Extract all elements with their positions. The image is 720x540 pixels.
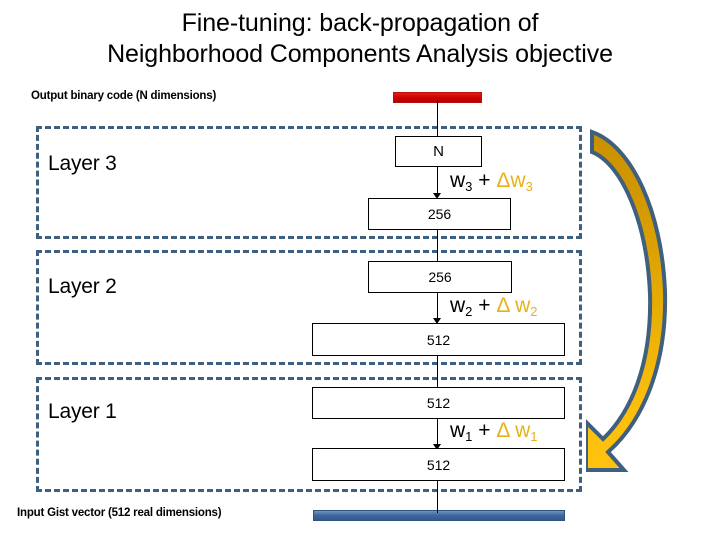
connector-layer1-to-input — [437, 479, 438, 513]
layer-3-weight-subscript: 3 — [465, 179, 473, 194]
layer-1-weight-expression: w1 + Δ w1 — [450, 419, 538, 444]
layer-2-input-units-box: 512 — [312, 323, 565, 356]
connector-layer3-to-layer2 — [437, 229, 438, 263]
layer-3-weight-arrowhead — [433, 193, 441, 199]
layer-1-weight-subscript: 1 — [465, 429, 473, 444]
layer-1-weight-connector — [437, 417, 438, 447]
layer-2-output-units-box: 256 — [368, 261, 512, 293]
layer-1-container — [36, 377, 582, 492]
page-title-line-1: Fine-tuning: back-propagation of — [181, 9, 539, 37]
layer-3-label: Layer 3 — [48, 152, 117, 175]
connector-output-to-layer3 — [437, 100, 438, 138]
layer-2-weight-subscript: 2 — [465, 304, 473, 319]
layer-3-weight-expression: w3 + Δw3 — [450, 169, 533, 194]
layer-2-weight-connector — [437, 291, 438, 321]
layer-1-output-units-box: 512 — [312, 387, 565, 419]
input-gist-vector-bar — [313, 510, 565, 521]
back-propagation-arrow-shape — [586, 129, 668, 472]
layer-3-container — [36, 126, 582, 239]
back-propagation-arrow — [586, 129, 668, 472]
layer-2-delta-base: Δ w — [496, 294, 531, 317]
layer-2-container — [36, 250, 582, 365]
layer-1-label: Layer 1 — [48, 400, 117, 423]
layer-3-plus-sign: + — [478, 169, 491, 192]
layer-1-delta-base: Δ w — [496, 419, 531, 442]
layer-2-weight-expression: w2 + Δ w2 — [450, 294, 538, 319]
page-title-line-2: Neighborhood Components Analysis objecti… — [107, 40, 613, 68]
layer-1-weight-arrowhead — [433, 444, 441, 450]
layer-1-weight-base: w — [450, 419, 466, 442]
output-binary-code-label: Output binary code (N dimensions) — [31, 90, 217, 102]
input-gist-vector-label: Input Gist vector (512 real dimensions) — [17, 507, 222, 519]
layer-3-delta-subscript: 3 — [525, 179, 533, 194]
connector-layer2-to-layer1 — [437, 354, 438, 389]
layer-2-delta-subscript: 2 — [530, 304, 538, 319]
layer-2-label: Layer 2 — [48, 275, 117, 298]
layer-1-input-units-box: 512 — [312, 448, 565, 481]
layer-2-plus-sign: + — [478, 294, 491, 317]
layer-1-plus-sign: + — [478, 419, 491, 442]
layer-3-weight-connector — [437, 166, 438, 197]
layer-3-output-units-box: N — [395, 136, 482, 167]
layer-3-input-units-box: 256 — [368, 198, 511, 230]
layer-2-weight-base: w — [450, 294, 466, 317]
layer-3-weight-base: w — [450, 169, 466, 192]
layer-3-delta-base: Δw — [496, 169, 526, 192]
layer-2-weight-arrowhead — [433, 318, 441, 324]
page-title: Fine-tuning: back-propagation of Neighbo… — [0, 8, 720, 70]
layer-1-delta-subscript: 1 — [530, 429, 538, 444]
